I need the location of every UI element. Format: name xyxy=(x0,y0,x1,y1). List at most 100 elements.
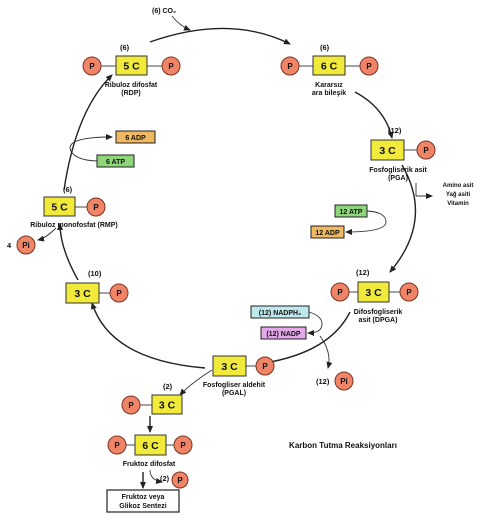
fructose-name: Fruktoz difosfat xyxy=(123,461,176,468)
svg-text:6 C: 6 C xyxy=(321,61,338,73)
svg-text:P: P xyxy=(93,203,99,212)
synthesis-line-2: Glikoz Sentezi xyxy=(119,503,167,510)
unstable-carbon-box: 6 C xyxy=(312,55,346,76)
svg-text:P: P xyxy=(128,401,134,410)
fructose-carbon-box: 6 C xyxy=(134,434,167,456)
dpga-carbon-box: 3 C xyxy=(357,281,390,303)
adp-6-tag: 6 ADP xyxy=(115,130,156,144)
pi-12-count: (12) xyxy=(316,377,330,386)
unstable-count: (6) xyxy=(320,43,330,52)
pi-4-count: 4 xyxy=(7,241,12,250)
arrow-recycle-to-rmp xyxy=(57,223,79,281)
dpga-name-1: Difosfogliserik xyxy=(354,309,403,316)
phosphate-circle: P xyxy=(416,140,436,160)
pgal-name-2: (PGAL) xyxy=(222,390,246,397)
pgal-name-1: Fosfogliser aldehit xyxy=(203,382,266,389)
svg-text:P: P xyxy=(180,441,186,450)
phosphate-circle: P xyxy=(280,56,300,76)
svg-text:5 C: 5 C xyxy=(51,202,68,214)
rmp-count: (6) xyxy=(63,185,73,194)
phosphate-circle: P xyxy=(86,197,106,217)
svg-text:(12) NADP: (12) NADP xyxy=(266,331,301,338)
pga-name-2: (PGA) xyxy=(388,175,408,182)
phosphate-circle: P xyxy=(82,56,102,76)
phosphate-circle: P xyxy=(109,283,129,303)
recycle-carbon-box: 3 C xyxy=(65,282,100,304)
svg-text:P: P xyxy=(89,62,95,71)
pga-count: (12) xyxy=(388,126,402,135)
svg-text:6 ADP: 6 ADP xyxy=(125,135,146,142)
arrow-dpga-to-pgal xyxy=(264,311,351,365)
pga-name-1: Fosfogliserik asit xyxy=(369,167,427,174)
co2-label: (6) CO₂ xyxy=(152,8,176,15)
arrow-rmp-to-rdp xyxy=(63,74,113,191)
svg-text:3 C: 3 C xyxy=(379,145,396,157)
co2-arrow xyxy=(171,15,191,31)
rmp-name: Ribuloz monofosfat (RMP) xyxy=(30,222,118,229)
atp-adp-arrow xyxy=(345,210,387,235)
svg-text:Pi: Pi xyxy=(22,241,30,250)
phosphate-circle: P xyxy=(255,356,275,376)
arrow-rdp-to-unstable xyxy=(149,27,291,45)
phosphate-circle: P xyxy=(399,282,419,302)
svg-text:P: P xyxy=(114,441,120,450)
rdp-name-2: (RDP) xyxy=(121,90,140,97)
svg-text:P: P xyxy=(116,289,122,298)
svg-text:5 C: 5 C xyxy=(123,61,140,73)
svg-text:3 C: 3 C xyxy=(221,361,238,373)
pi-4-circle: Pi xyxy=(16,235,36,255)
unstable-name-2: ara bileşik xyxy=(312,90,346,97)
pgal-carbon-box: 3 C xyxy=(212,355,247,377)
rdp-carbon-box: 5 C xyxy=(115,55,148,76)
synthesis-line-1: Fruktoz veya xyxy=(122,494,165,501)
recycle-count: (10) xyxy=(88,269,102,278)
svg-text:3 C: 3 C xyxy=(365,287,382,299)
svg-text:P: P xyxy=(168,62,174,71)
svg-text:3 C: 3 C xyxy=(74,288,91,300)
pgal-out-carbon-box: 3 C xyxy=(151,394,183,415)
arrow-pgal-to-recycle xyxy=(90,302,206,369)
products-arrow xyxy=(415,183,433,199)
phosphate-circle: P xyxy=(173,435,193,455)
arrow-pga-to-dpga xyxy=(389,164,417,273)
rmp-carbon-box: 5 C xyxy=(43,196,76,217)
atp-12-tag: 12 ATP xyxy=(334,204,368,218)
svg-text:P: P xyxy=(262,362,268,371)
product-item: Yağ asiti xyxy=(446,192,471,198)
svg-text:6 ATP: 6 ATP xyxy=(106,159,125,166)
dpga-count: (12) xyxy=(356,268,370,277)
pi-12-circle: Pi xyxy=(334,371,354,391)
svg-text:P: P xyxy=(406,288,412,297)
rdp-count: (6) xyxy=(120,43,130,52)
phosphate-circle: P xyxy=(330,282,350,302)
synthesis-box: Fruktoz veya Glikoz Sentezi xyxy=(106,489,180,513)
svg-text:Pi: Pi xyxy=(340,377,348,386)
arrow-unstable-to-pga xyxy=(354,91,394,139)
diagram-title: Karbon Tutma Reaksiyonları xyxy=(289,441,397,450)
phosphate-circle: P xyxy=(359,56,379,76)
rdp-name-1: Ribuloz difosfat xyxy=(105,82,158,89)
svg-text:P: P xyxy=(287,62,293,71)
svg-text:3 C: 3 C xyxy=(159,400,176,412)
phosphate-circle: P xyxy=(161,56,181,76)
atp-6-tag: 6 ATP xyxy=(96,154,135,168)
svg-text:(12) NADPH₂: (12) NADPH₂ xyxy=(259,310,301,317)
svg-text:P: P xyxy=(366,62,372,71)
pga-carbon-box: 3 C xyxy=(370,139,405,161)
pi-2-circle: P xyxy=(171,471,189,489)
atp-adp-6-arrow xyxy=(69,134,113,162)
dpga-name-2: asit (DPGA) xyxy=(359,317,398,324)
nadph-nadp-arrow xyxy=(307,311,323,336)
svg-text:P: P xyxy=(177,476,183,485)
pi-4-arrow xyxy=(37,227,57,242)
pgal-out-count: (2) xyxy=(163,382,173,391)
pi-release-arrow xyxy=(319,335,333,369)
nadp-tag: (12) NADP xyxy=(260,326,307,340)
phosphate-circle: P xyxy=(107,435,127,455)
phosphate-release-arrow xyxy=(149,469,163,484)
product-item: Vitamin xyxy=(447,201,469,207)
unstable-name-1: Kararsız xyxy=(315,82,343,89)
svg-text:P: P xyxy=(423,146,429,155)
